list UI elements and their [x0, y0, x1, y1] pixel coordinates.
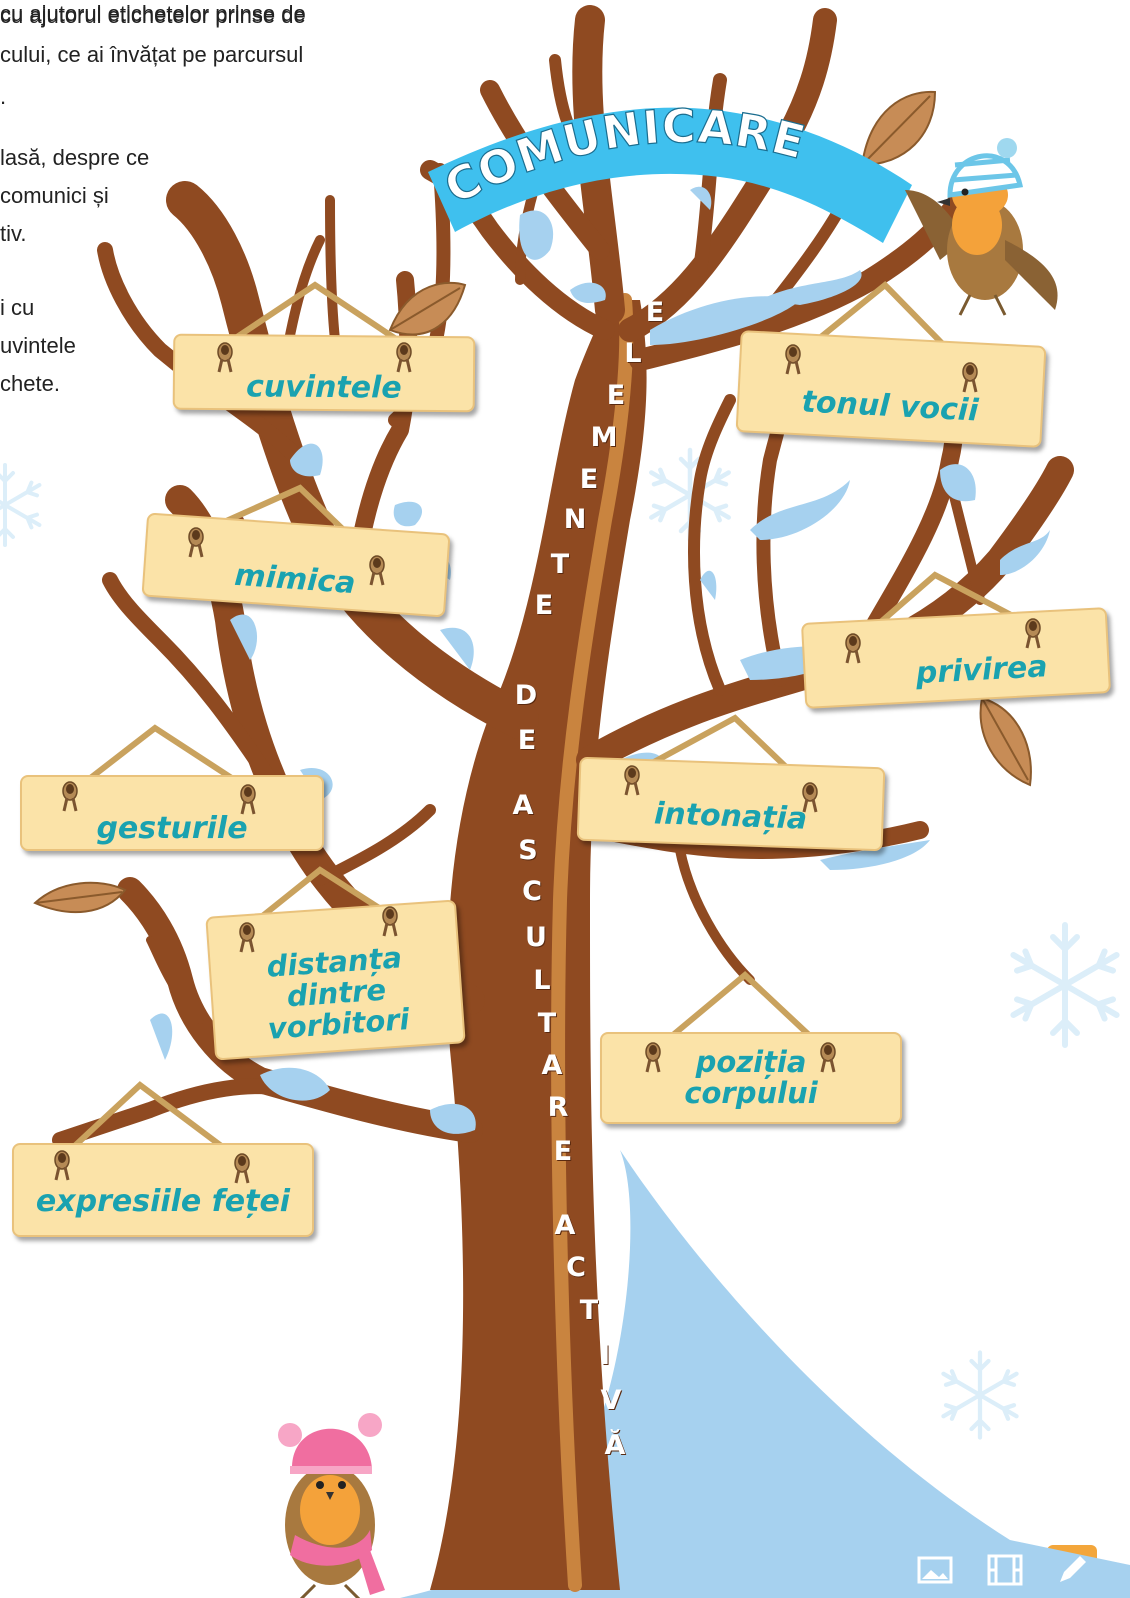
trunk-letter: M — [590, 422, 618, 453]
intro-line: uvintele — [0, 333, 76, 358]
label-cuvintele: cuvintele — [172, 333, 476, 413]
label-text: poziția — [695, 1045, 807, 1079]
leaf-icon — [860, 90, 937, 167]
label-pozitia: poziția corpului — [600, 1032, 902, 1124]
trunk-letter: C — [522, 876, 542, 907]
trunk-letter: T — [537, 1008, 557, 1039]
snowflake-icon — [943, 1353, 1016, 1438]
intro-line: cului, ce ai învățat pe parcursul — [0, 42, 304, 67]
intro-line: lasă, despre ce — [0, 145, 150, 170]
label-text: intonația — [653, 795, 808, 837]
bird-icon — [278, 1413, 385, 1598]
label-intonatia: intonația — [576, 756, 886, 852]
trunk-letter: C — [566, 1252, 586, 1283]
leaf-icon — [388, 281, 467, 336]
snowflake-icon — [0, 465, 39, 545]
label-privirea: privirea — [800, 607, 1112, 709]
trunk-letter: L — [624, 338, 642, 369]
pencil-icon[interactable] — [1060, 1556, 1086, 1582]
snowflake-icon — [1013, 925, 1116, 1045]
label-text: vorbitori — [266, 1001, 411, 1046]
trunk-letter: E — [606, 380, 626, 411]
intro-line: . — [0, 84, 7, 109]
trunk-letter: A — [541, 1050, 563, 1081]
trunk-letter: A — [554, 1210, 576, 1241]
label-text: expresiile feței — [35, 1183, 291, 1219]
banner-text: COMUNICARE — [435, 98, 810, 215]
trunk-letter: D — [514, 680, 538, 711]
bird-icon — [905, 138, 1058, 316]
trunk-letter: R — [547, 1092, 569, 1123]
leaf-icon — [979, 696, 1032, 787]
label-text: cuvintele — [245, 368, 402, 406]
intro-line: tiv. — [0, 221, 27, 246]
intro-line: chete. — [0, 371, 60, 396]
label-text: tonul vocii — [800, 383, 980, 429]
trunk-letter: N — [563, 504, 587, 535]
intro-line: i cu — [0, 295, 35, 320]
trunk-letter: U — [525, 922, 547, 953]
trunk-letter: L — [533, 965, 551, 996]
label-expresiile: expresiile feței — [12, 1143, 314, 1237]
label-text: mimica — [233, 557, 357, 601]
trunk-letter: S — [518, 835, 538, 866]
banner-title: COMUNICARE — [435, 98, 811, 215]
trunk-letter: T — [579, 1295, 599, 1326]
trunk-letter: T — [550, 549, 570, 580]
trunk-letter: Ă — [604, 1430, 626, 1461]
label-gesturile: gesturile — [20, 775, 324, 851]
trunk-letter: V — [600, 1385, 622, 1416]
trunk-letter: E — [534, 590, 554, 621]
intro-line: cu ajutorul etichetelor prinse de — [0, 3, 306, 28]
trunk-letter: E — [579, 464, 599, 495]
trunk-letter: I — [599, 1340, 611, 1371]
film-icon[interactable] — [987, 1554, 1023, 1586]
image-icon[interactable] — [917, 1556, 953, 1584]
trunk-letter: E — [553, 1136, 573, 1167]
label-text: gesturile — [96, 810, 248, 846]
intro-line: comunici și — [0, 183, 109, 208]
label-text: privirea — [914, 648, 1049, 691]
label-text: corpului — [684, 1076, 818, 1110]
trunk-letter: E — [645, 297, 665, 328]
comunicare-banner — [428, 107, 912, 243]
trunk-letter: A — [512, 790, 534, 821]
label-distanta: distanța dintre vorbitori — [205, 899, 466, 1061]
label-tonul-vocii: tonul vocii — [735, 330, 1047, 448]
trunk-letter: E — [517, 725, 537, 756]
intro-line: cu ajutorul etichetelor prinse de — [0, 1, 306, 26]
svg-text:COMUNICARE: COMUNICARE — [436, 99, 811, 215]
leaf-icon — [33, 881, 127, 914]
